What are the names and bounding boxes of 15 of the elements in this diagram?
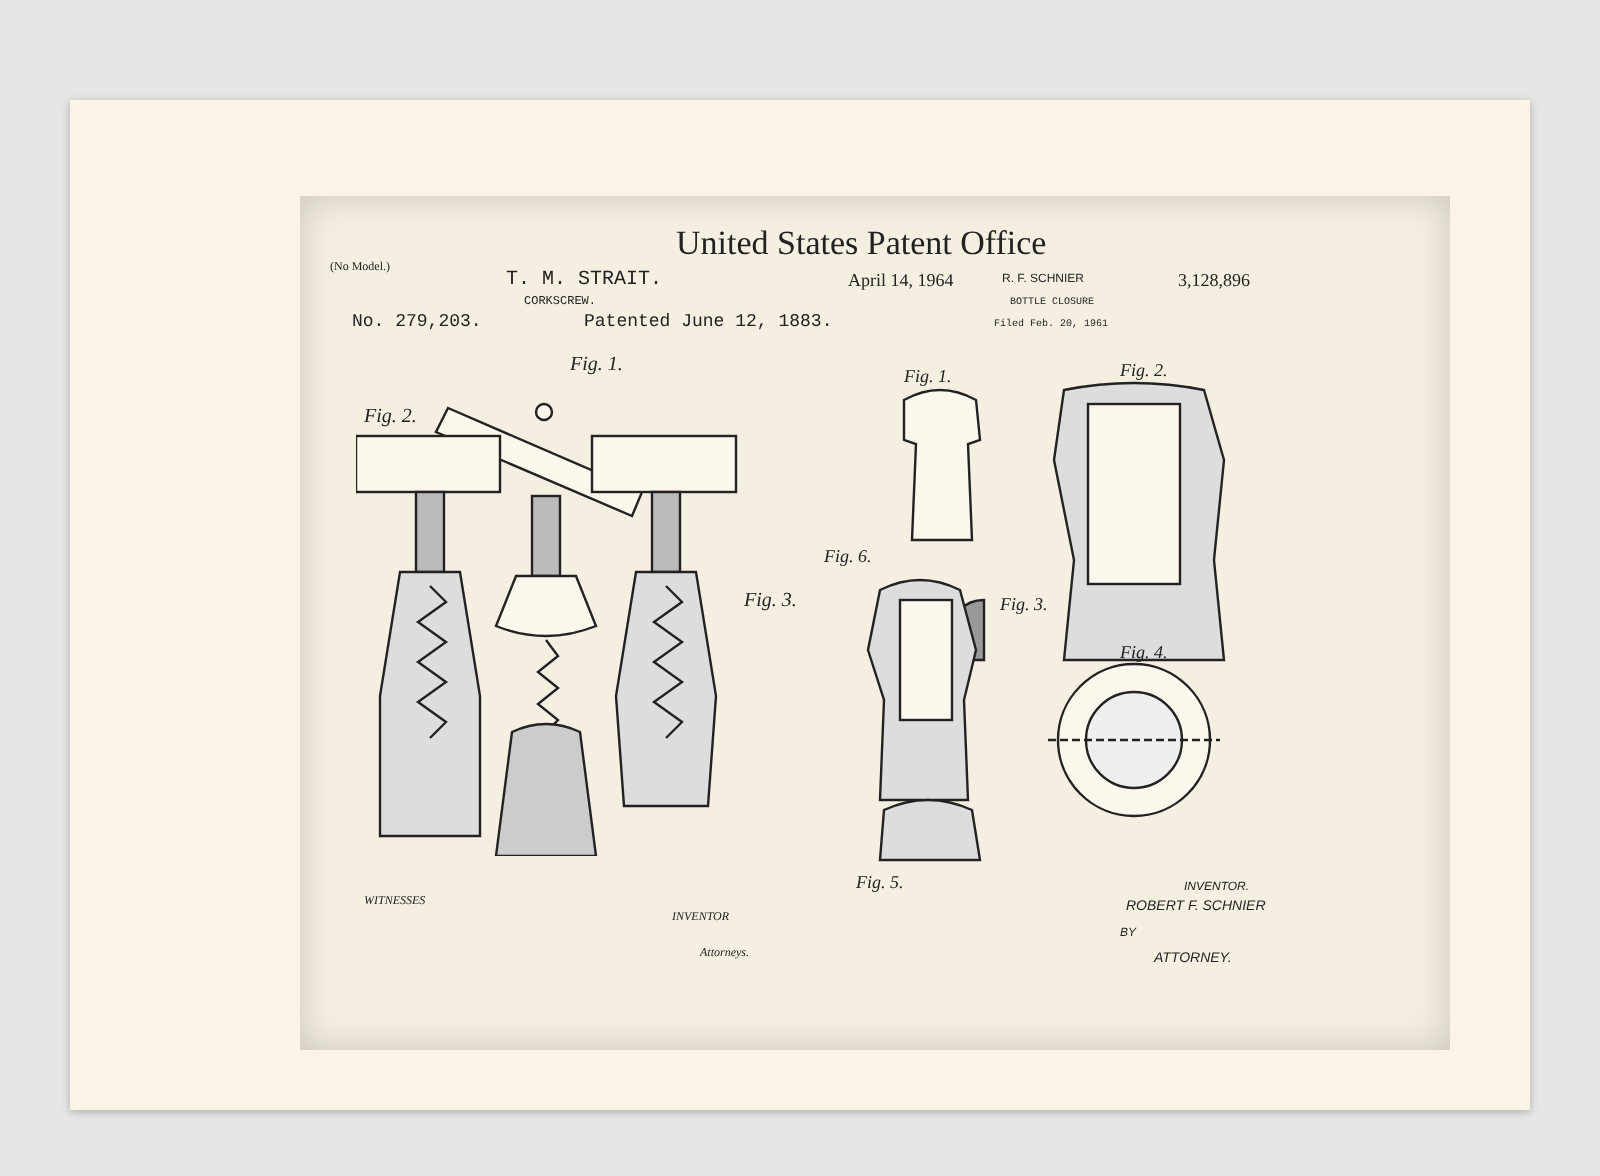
figure-label: Fig. 1. — [570, 356, 623, 376]
title: United States Patent Office — [676, 226, 1047, 260]
patent-number: No. 279,203. — [352, 314, 482, 332]
figure-label: Fig. 2. — [364, 408, 417, 428]
figure-label: Fig. 5. — [856, 874, 904, 892]
patent-date: April 14, 1964 — [848, 272, 954, 290]
patent-number: 3,128,896 — [1178, 272, 1250, 290]
figure-label: Fig. 3. — [744, 592, 797, 612]
figure-label: Fig. 1. — [904, 368, 952, 386]
figure-label: Fig. 6. — [824, 548, 872, 566]
figure-label: Fig. 3. — [1000, 596, 1048, 614]
figure-label: Fig. 4. — [1120, 644, 1168, 662]
patent-date: Patented June 12, 1883. — [584, 314, 833, 332]
figure-label: Fig. 2. — [1120, 362, 1168, 380]
inventor-name: T. M. STRAIT. — [506, 272, 663, 292]
